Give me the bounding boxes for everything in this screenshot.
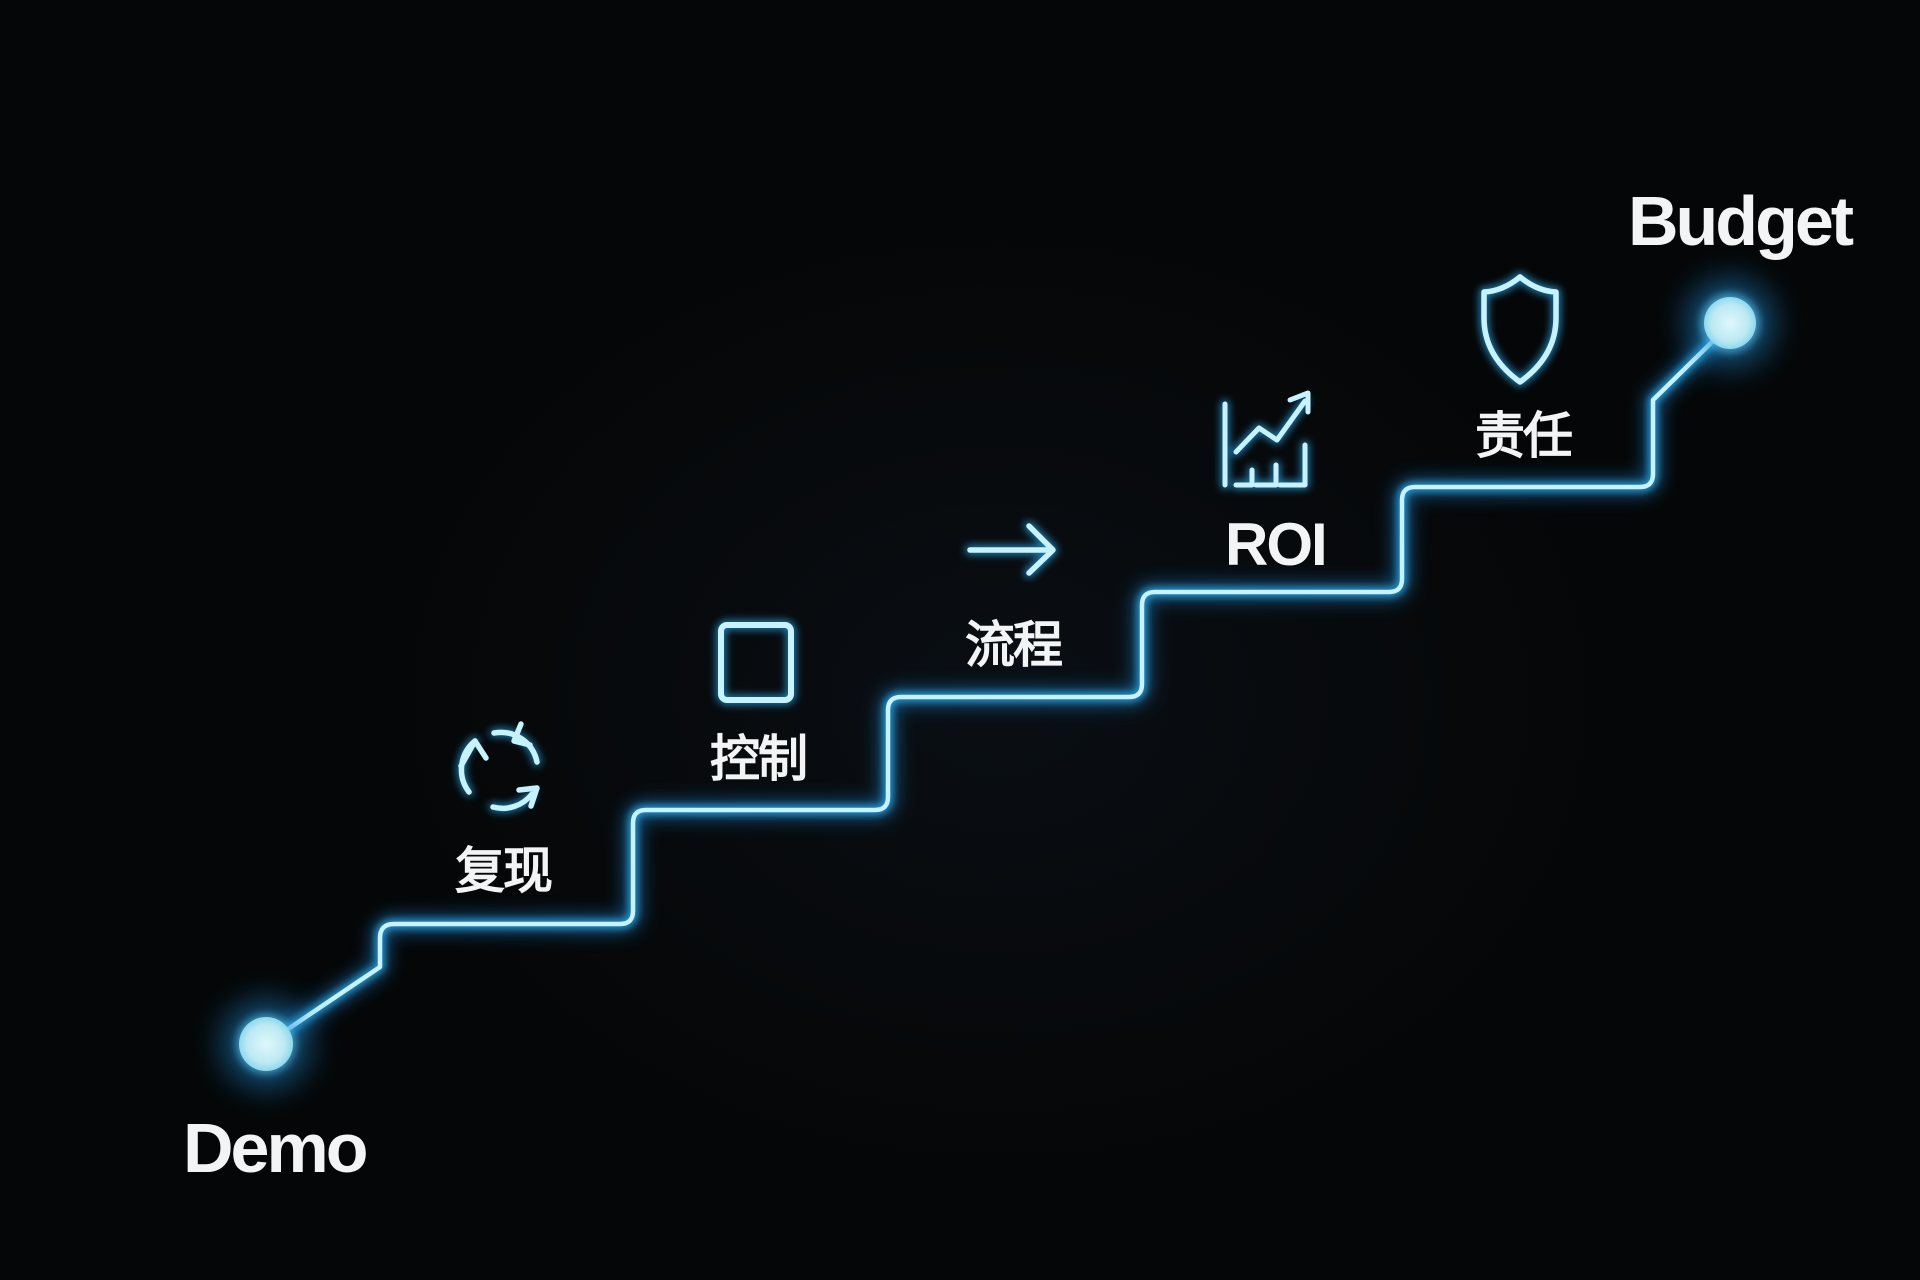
start-dot-icon: [222, 1000, 310, 1088]
staircase-line: [279, 333, 1721, 1038]
shield-icon: [1479, 272, 1561, 387]
cycle-arrows-icon: [456, 721, 542, 813]
square-icon: [716, 620, 796, 705]
chart-trend-icon: [1220, 390, 1311, 490]
end-label: Budget: [1628, 182, 1854, 260]
step-label-process: 流程: [965, 616, 1063, 674]
step-label-reproduce: 复现: [455, 842, 553, 900]
start-label: Demo: [183, 1109, 368, 1187]
arrow-right-icon: [965, 521, 1058, 578]
end-dot-icon: [1686, 279, 1774, 367]
step-label-roi: ROI: [1225, 511, 1328, 578]
step-label-responsibility: 责任: [1475, 407, 1573, 465]
step-label-control: 控制: [710, 730, 808, 788]
